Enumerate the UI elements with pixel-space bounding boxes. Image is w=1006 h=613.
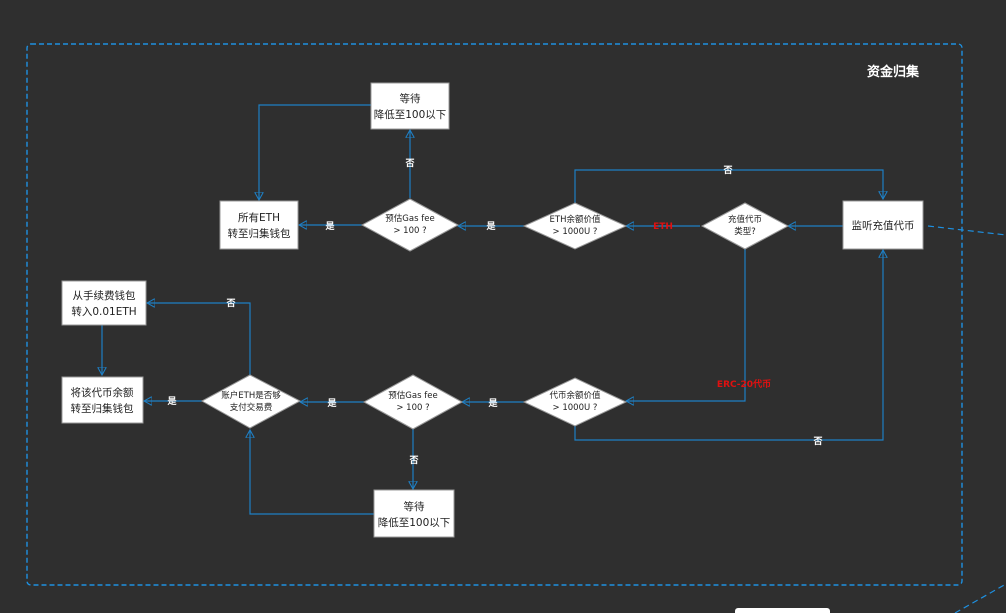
node-gas-top-line-1: 预估Gas fee (385, 213, 434, 224)
edge-label-yes-gas-top: 是 (324, 221, 335, 232)
offscreen-node-edge (735, 608, 830, 613)
node-token-transfer[interactable]: 将该代币余额 转至归集钱包 (61, 376, 144, 424)
node-monitor-line-1: 监听充值代币 (852, 219, 915, 232)
node-eth-balance-line-1: ETH余额价值 (550, 214, 601, 225)
node-wait-top-line-2: 降低至100以下 (374, 108, 447, 121)
edge-label-no-eth-enough: 否 (225, 298, 235, 309)
node-eth-balance[interactable]: ETH余额价值 > 1000U ? (522, 202, 628, 250)
edge-label-no-gas-bottom: 否 (408, 455, 418, 466)
node-wait-bottom[interactable]: 等待 降低至100以下 (373, 489, 455, 538)
node-token-type[interactable]: 充值代币 类型? (700, 202, 790, 250)
edge-eth-enough-no-to-fee-wallet (147, 303, 251, 375)
node-wait-top-line-1: 等待 (400, 92, 421, 105)
node-fee-wallet-line-1: 从手续费钱包 (73, 289, 136, 302)
edge-wait-to-eth-transfer (259, 104, 371, 200)
node-fee-wallet[interactable]: 从手续费钱包 转入0.01ETH (61, 280, 147, 326)
node-token-balance-line-1: 代币余额价值 (549, 390, 601, 401)
node-eth-transfer-line-1: 所有ETH (238, 211, 280, 224)
node-wait-bottom-line-2: 降低至100以下 (378, 516, 451, 529)
edge-wait-bottom-to-eth-enough (250, 430, 374, 515)
node-fee-wallet-line-2: 转入0.01ETH (71, 305, 136, 318)
node-token-transfer-line-1: 将该代币余额 (71, 386, 134, 399)
node-eth-transfer[interactable]: 所有ETH 转至归集钱包 (219, 200, 299, 250)
node-token-balance-line-2: > 1000U ? (553, 403, 598, 413)
edge-eth-balance-no-to-monitor (574, 169, 883, 209)
external-connector-top (927, 225, 1006, 236)
node-token-type-line-2: 类型? (734, 226, 756, 237)
node-monitor[interactable]: 监听充值代币 (842, 200, 924, 250)
edge-type-to-token-balance (626, 248, 746, 401)
edge-label-no-eth-balance: 否 (722, 165, 732, 176)
group-title: 资金归集 (867, 64, 920, 80)
node-wait-bottom-line-1: 等待 (404, 500, 425, 513)
node-gas-top-line-2: > 100 ? (393, 226, 426, 236)
node-gas-bottom-line-1: 预估Gas fee (388, 390, 437, 401)
node-gas-top[interactable]: 预估Gas fee > 100 ? (360, 198, 460, 252)
node-gas-bottom-line-2: > 100 ? (396, 403, 429, 413)
edge-label-no-token-balance: 否 (812, 436, 822, 447)
edge-label-erc20: ERC-20代币 (717, 378, 771, 390)
edge-label-yes-eth-enough: 是 (166, 396, 177, 407)
edge-label-no-gas-top: 否 (404, 158, 414, 169)
node-eth-enough-line-2: 支付交易费 (230, 402, 273, 413)
edge-label-yes-token-balance: 是 (487, 398, 498, 409)
node-eth-enough-line-1: 账户ETH是否够 (221, 390, 281, 401)
node-wait-top[interactable]: 等待 降低至100以下 (370, 82, 450, 130)
edge-label-yes-eth-balance: 是 (485, 221, 496, 232)
edge-label-eth: ETH (653, 222, 673, 232)
node-gas-bottom[interactable]: 预估Gas fee > 100 ? (362, 374, 464, 430)
node-eth-enough[interactable]: 账户ETH是否够 支付交易费 (200, 374, 302, 429)
node-eth-transfer-line-2: 转至归集钱包 (228, 227, 291, 240)
node-token-type-line-1: 充值代币 (728, 214, 762, 225)
edge-token-balance-no-to-monitor (574, 250, 883, 441)
node-token-transfer-line-2: 转至归集钱包 (71, 402, 134, 415)
node-eth-balance-line-2: > 1000U ? (553, 227, 598, 237)
node-token-balance[interactable]: 代币余额价值 > 1000U ? (522, 377, 628, 427)
edge-label-yes-gas-bottom: 是 (326, 398, 337, 409)
